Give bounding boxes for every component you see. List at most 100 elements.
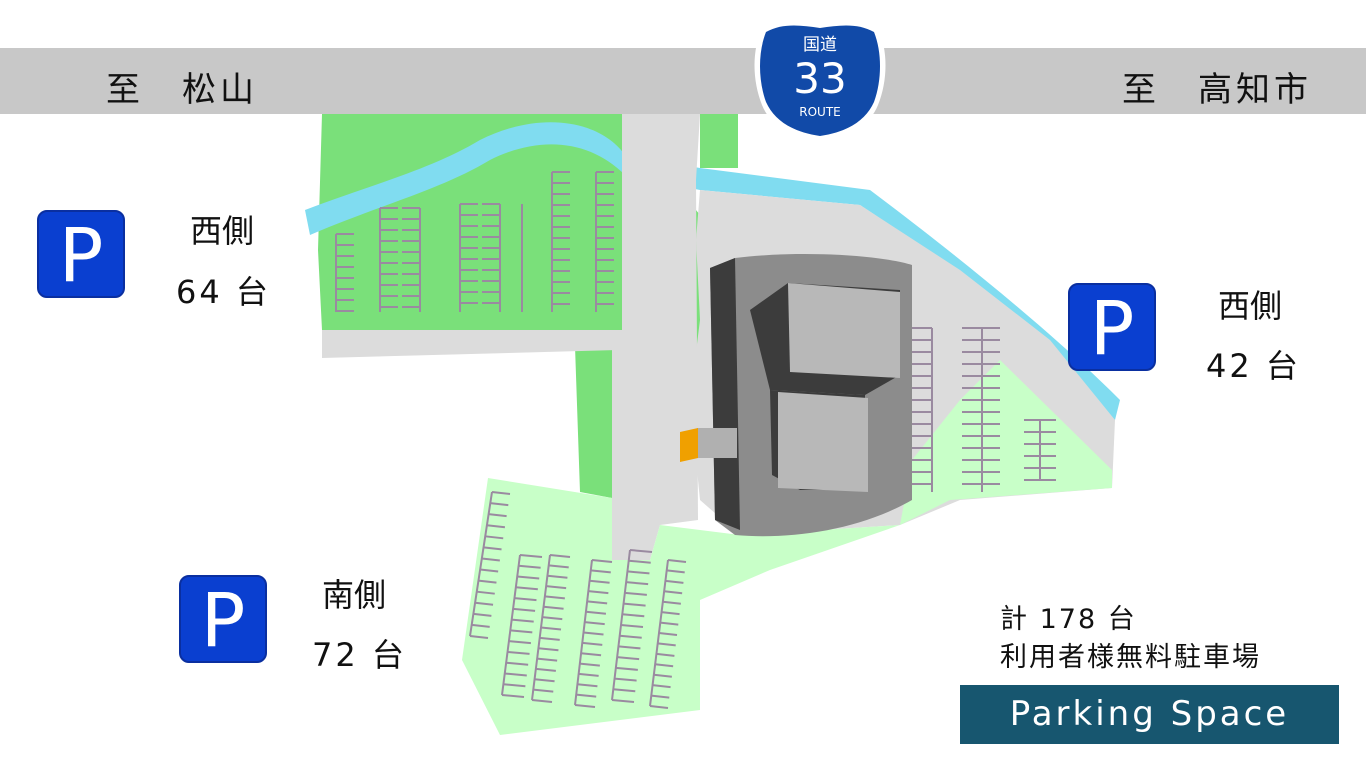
east-light-green-area xyxy=(900,360,1112,525)
parking-icon-letter: P xyxy=(1089,286,1135,372)
parking-stall-line xyxy=(508,640,532,645)
parking-sign-icon: P xyxy=(37,210,125,299)
parking-stall-line xyxy=(585,610,607,615)
parking-stall-line xyxy=(503,683,526,688)
parking-stall-line xyxy=(485,535,504,540)
parking-area-count: 42 台 xyxy=(1206,347,1301,385)
parking-stall-line xyxy=(486,524,506,529)
parking-stall-line xyxy=(590,569,611,574)
parking-stall-line xyxy=(531,699,553,703)
parking-stall-line xyxy=(535,667,556,672)
parking-stall-line xyxy=(617,656,640,661)
parking-stall-line xyxy=(547,574,568,579)
page-title: Parking Space xyxy=(1009,694,1290,734)
parking-stall-line xyxy=(501,694,525,698)
parking-stall-line xyxy=(548,564,569,569)
parking-stall-line xyxy=(490,502,509,507)
parking-stall-line xyxy=(510,629,533,634)
parking-stall-line xyxy=(588,590,609,595)
parking-stall-line xyxy=(549,554,571,558)
route-shield: 国道 33 ROUTE xyxy=(754,20,886,142)
parking-stall-line xyxy=(480,568,499,573)
access-road xyxy=(612,114,700,560)
building xyxy=(697,254,912,537)
parking-stall-line xyxy=(615,666,638,671)
parking-stall-line xyxy=(507,650,530,655)
parking-stall-line xyxy=(628,559,651,564)
route-number: 33 xyxy=(793,54,846,103)
parking-stall-line xyxy=(518,564,541,569)
parking-area-name: 西側 xyxy=(1218,287,1283,325)
parking-stall-line xyxy=(476,590,495,595)
parking-stall-line xyxy=(584,621,605,626)
entrance-marker xyxy=(680,428,698,462)
parking-stall-line xyxy=(514,597,537,602)
parking-stall-line xyxy=(576,693,597,698)
route-shield-top: 国道 xyxy=(803,35,837,55)
parking-stall-line xyxy=(473,612,492,617)
parking-stall-line xyxy=(519,554,543,558)
north-green-strip xyxy=(700,114,738,168)
parking-stall-line xyxy=(543,605,564,610)
parking-stall-line xyxy=(629,549,653,553)
parking-stall-line xyxy=(539,636,560,641)
parking-stall-line xyxy=(667,559,687,563)
parking-stall-line xyxy=(614,677,637,682)
total-count: 計 178 台 xyxy=(1000,604,1137,635)
parking-stall-line xyxy=(515,586,538,591)
parking-stall-line xyxy=(649,705,669,709)
parking-stall-line xyxy=(504,672,527,677)
parking-icon-letter: P xyxy=(200,578,246,664)
parking-stall-line xyxy=(664,590,683,595)
parking-stall-line xyxy=(488,513,507,518)
west-green-area xyxy=(318,114,622,498)
right-destination-label: 至 高知市 xyxy=(1122,70,1312,110)
parking-stall-line xyxy=(660,621,679,626)
parking-stall-line xyxy=(474,601,494,606)
parking-stall-line xyxy=(534,678,555,683)
parking-stall-line xyxy=(627,570,650,575)
parking-stall-line xyxy=(578,672,599,677)
national-route-road xyxy=(0,48,1366,114)
parking-stall-line xyxy=(626,581,649,586)
parking-stall-line xyxy=(577,683,598,688)
parking-stall-line xyxy=(622,613,645,618)
parking-area-count: 64 台 xyxy=(176,273,271,311)
parking-stall-line xyxy=(666,569,685,574)
parking-stall-line xyxy=(624,591,647,596)
parking-area-count: 72 台 xyxy=(312,636,407,674)
parking-stall-line xyxy=(582,641,603,646)
parking-icon-letter: P xyxy=(58,213,104,299)
parking-stall-line xyxy=(478,579,497,584)
parking-stall-line xyxy=(512,607,536,612)
parking-stall-line xyxy=(587,600,608,605)
parking-stall-line xyxy=(661,611,680,616)
left-destination-label: 至 松山 xyxy=(106,70,258,110)
parking-stall-line xyxy=(574,704,596,708)
parking-stall-line xyxy=(589,579,610,584)
parking-stalls xyxy=(335,171,1056,709)
route-shield-bottom: ROUTE xyxy=(799,105,840,119)
parking-stall-line xyxy=(652,684,671,689)
parking-stall-line xyxy=(533,688,554,693)
parking-stall-line xyxy=(542,616,563,621)
free-parking-note: 利用者様無料駐車場 xyxy=(1000,642,1261,673)
parking-stall-line xyxy=(511,618,534,623)
parking-stall-line xyxy=(623,602,646,607)
parking-stall-line xyxy=(537,657,558,662)
south-light-green-area xyxy=(462,478,900,735)
parking-sign-icon: P xyxy=(179,575,267,664)
parking-stall-line xyxy=(613,688,636,693)
parking-stall-line xyxy=(544,595,565,600)
west-access-road xyxy=(322,330,618,358)
parking-stall-line xyxy=(583,631,604,636)
parking-stall-line xyxy=(618,645,641,650)
parking-stall-line xyxy=(491,491,511,495)
parking-stall-line xyxy=(538,647,559,652)
parking-stall-line xyxy=(579,662,600,667)
parking-stall-line xyxy=(483,546,502,551)
parking-stall-line xyxy=(611,699,635,703)
parking-stall-line xyxy=(580,652,602,657)
parking-stall-line xyxy=(619,634,642,639)
